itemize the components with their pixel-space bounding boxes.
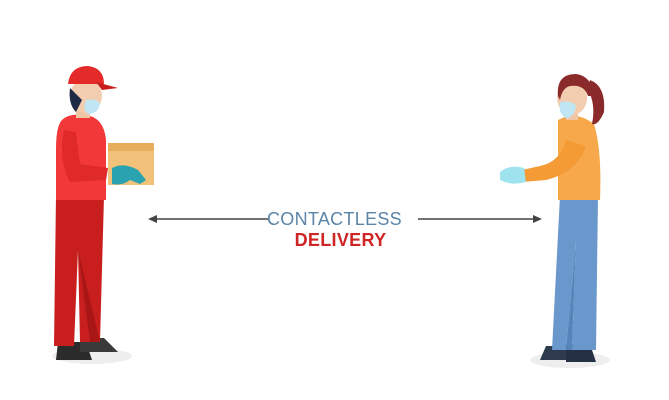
courier-cap [68, 66, 104, 84]
courier-mask [84, 99, 100, 114]
customer-figure [500, 74, 605, 362]
courier-cap-brim [96, 82, 118, 90]
customer-mask [559, 101, 576, 118]
double-arrow-icon [148, 215, 542, 223]
courier-hair [69, 88, 82, 112]
customer-pants [552, 196, 598, 350]
customer-glove [500, 166, 526, 184]
courier-pants [54, 196, 104, 346]
arrow-right-head [533, 215, 542, 223]
arrow-left-head [148, 215, 157, 223]
customer-hair [557, 74, 594, 100]
courier-figure [54, 66, 154, 360]
caption-contactless: CONTACTLESS [267, 209, 402, 229]
courier-glove [112, 165, 146, 185]
caption-delivery: DELIVERY [294, 230, 387, 250]
customer-arm [522, 140, 586, 182]
customer-ponytail [588, 80, 605, 125]
courier-arm [62, 130, 108, 182]
